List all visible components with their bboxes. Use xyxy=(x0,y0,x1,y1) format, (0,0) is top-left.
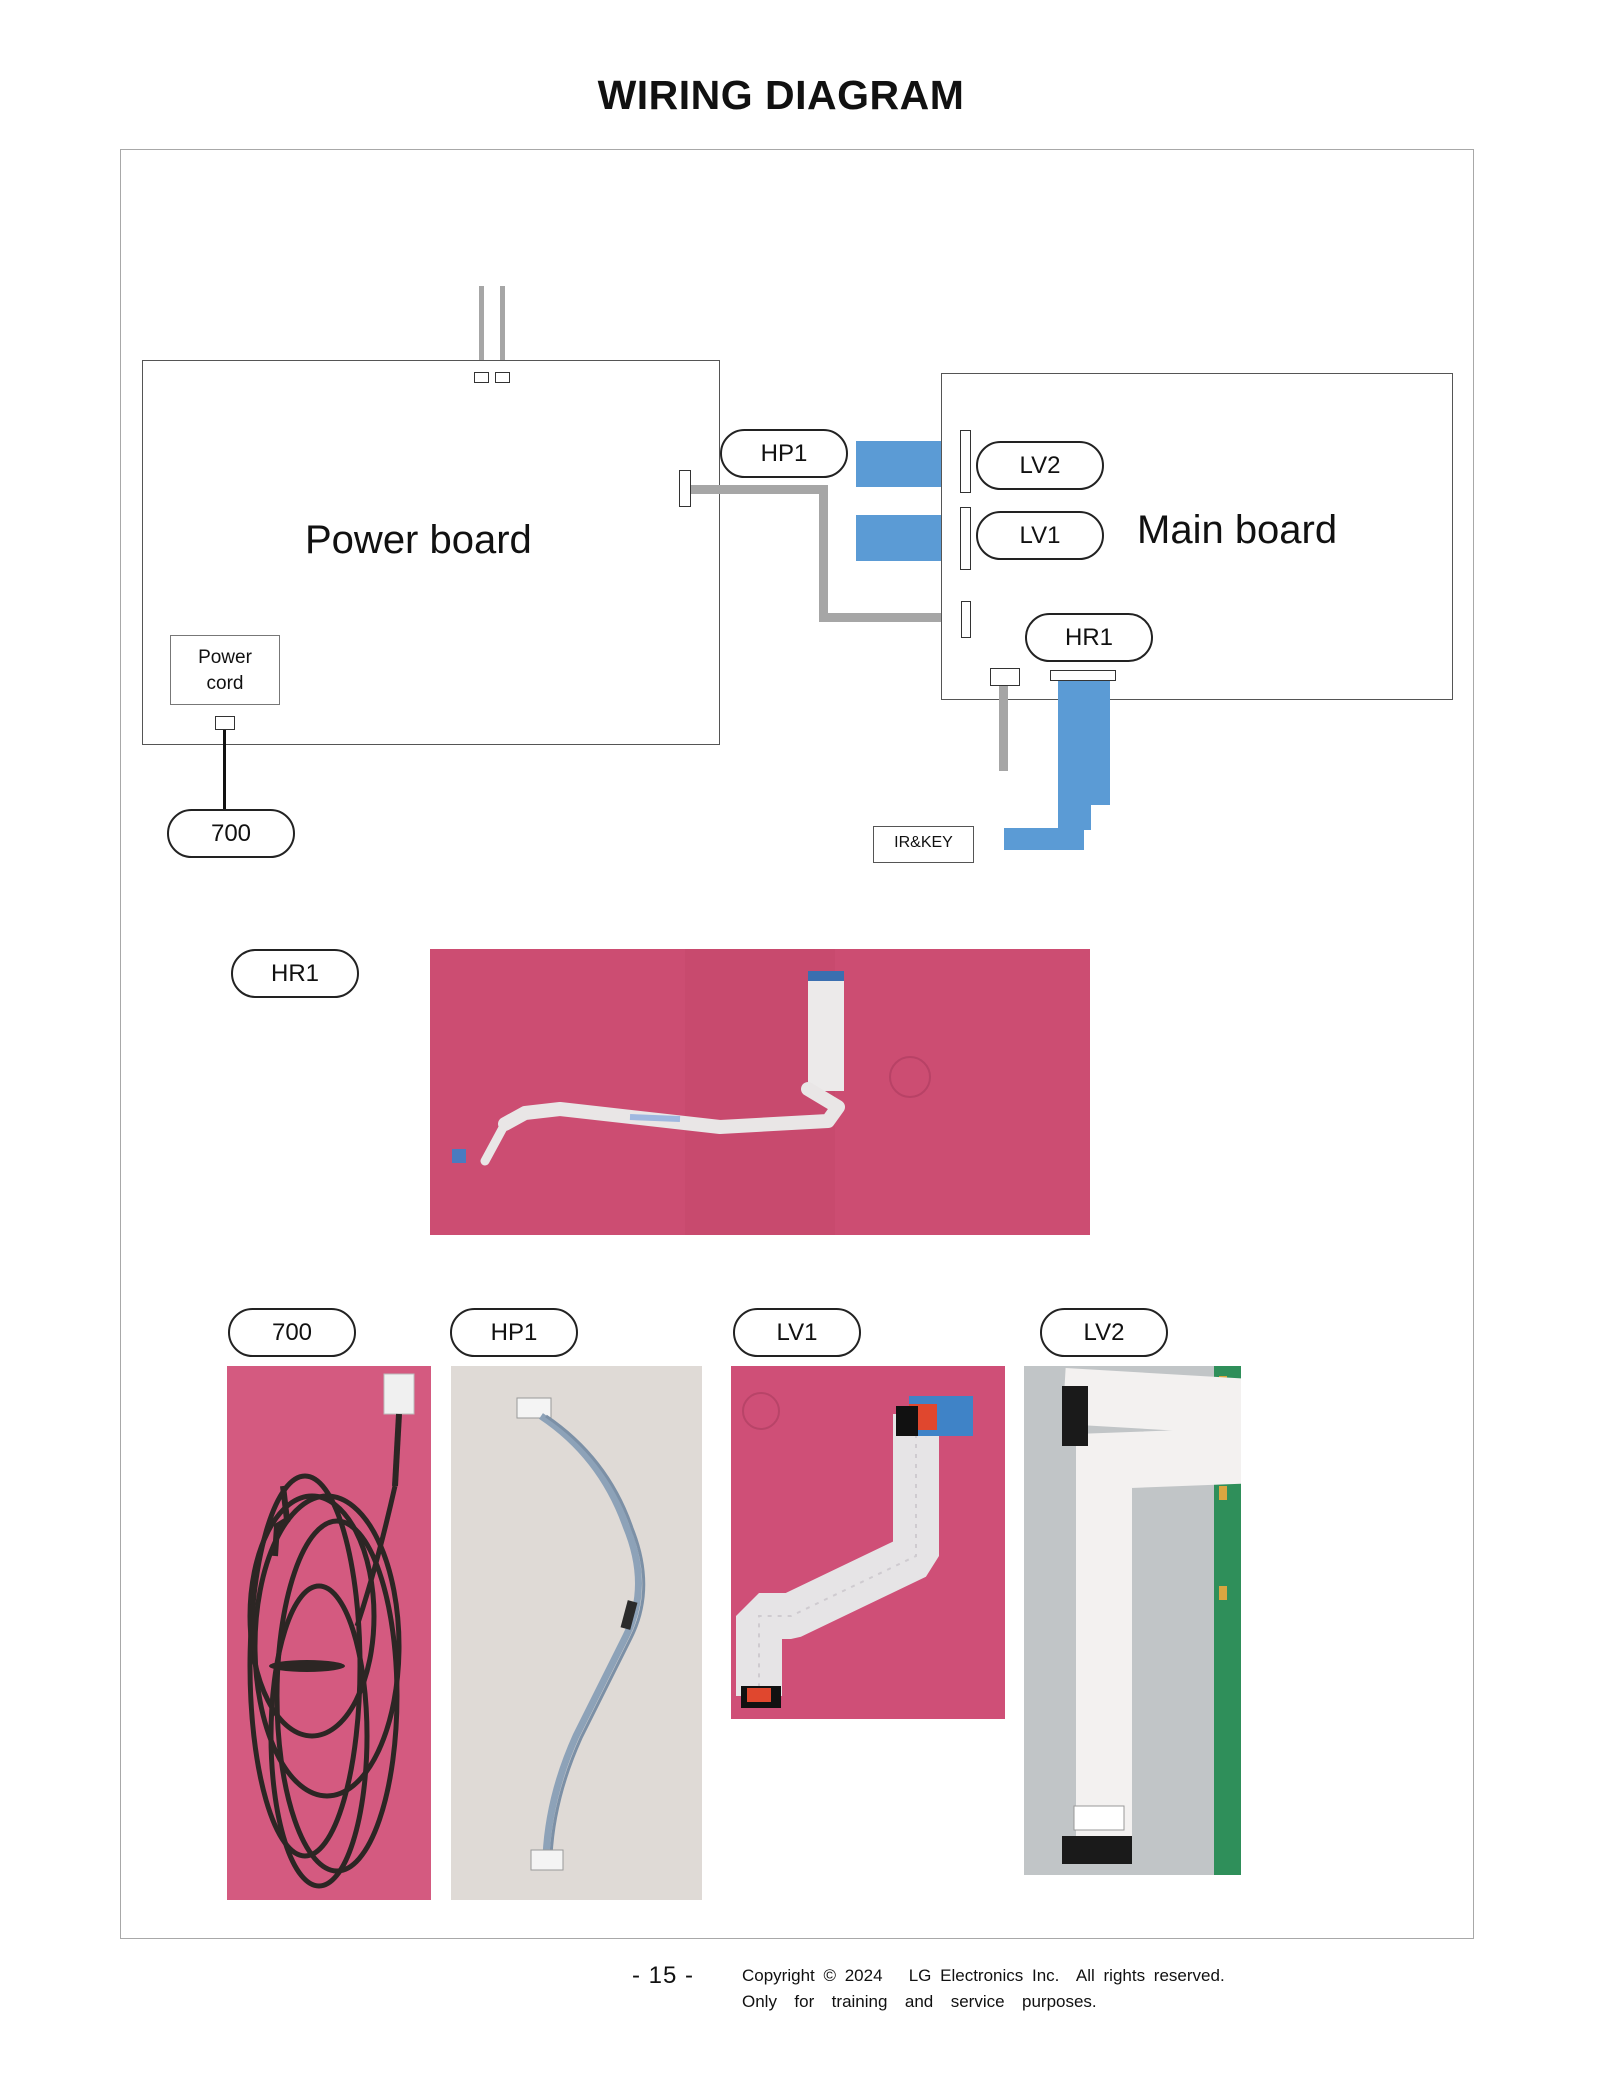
lv1-cable-photo xyxy=(731,1366,1005,1719)
hr1-cable-photo xyxy=(430,949,1090,1235)
connector-hr1-label: HR1 xyxy=(1025,613,1153,662)
lv1-connector-front xyxy=(960,507,971,570)
connector-lv1-label: LV1 xyxy=(976,511,1104,560)
photo-700-label: 700 xyxy=(228,1308,356,1357)
connector-hp1-label: HP1 xyxy=(720,429,848,478)
hr1-ffc-horizontal xyxy=(1004,828,1084,850)
power-cord-connector xyxy=(215,716,235,730)
power-cord-box xyxy=(170,635,280,705)
ir-key-gray-wire xyxy=(999,686,1008,771)
ir-key-gray-connector xyxy=(990,668,1020,686)
hp1-cable-h2 xyxy=(819,613,961,622)
hp1-power-connector xyxy=(679,470,691,507)
copyright-text: Copyright © 2024 LG Electronics Inc. All… xyxy=(742,1966,1225,1985)
photo-lv2-label: LV2 xyxy=(1040,1308,1168,1357)
photo-hr1-label: HR1 xyxy=(231,949,359,998)
page-number: - 15 - xyxy=(632,1962,695,1989)
power-top-connector-2 xyxy=(495,372,510,383)
power-cord-wire xyxy=(223,730,226,810)
power-cord-label: Power cord xyxy=(198,647,252,694)
lv2-connector-front xyxy=(960,430,971,493)
hp1-cable-h1 xyxy=(691,485,828,494)
connector-lv2-label: LV2 xyxy=(976,441,1104,490)
hp1-cable-photo xyxy=(451,1366,702,1900)
training-note: Only for training and service purposes. xyxy=(742,1992,1097,2011)
hp1-main-connector-front xyxy=(961,601,971,638)
hr1-ffc-diagonal xyxy=(1058,800,1091,830)
lv2-cable-photo xyxy=(1024,1366,1241,1875)
photo-lv1-label: LV1 xyxy=(733,1308,861,1357)
hp1-cable-v xyxy=(819,485,828,622)
power-cord-photo xyxy=(227,1366,431,1900)
power-top-wire-1 xyxy=(479,286,484,376)
photo-hp1-label: HP1 xyxy=(450,1308,578,1357)
main-board-label: Main board xyxy=(1137,508,1338,552)
hr1-main-connector xyxy=(1050,670,1116,681)
hr1-ffc-vertical xyxy=(1058,681,1110,805)
diagram-frame xyxy=(120,149,1474,1939)
power-board-label: Power board xyxy=(305,518,532,562)
power-top-wire-2 xyxy=(500,286,505,376)
connector-700-label: 700 xyxy=(167,809,295,858)
power-top-connector-1 xyxy=(474,372,489,383)
page-title: WIRING DIAGRAM xyxy=(597,72,965,118)
ir-key-box xyxy=(873,826,974,863)
power-board xyxy=(142,360,720,745)
ir-key-label: IR&KEY xyxy=(894,834,953,851)
copyright-note: Copyright © 2024 LG Electronics Inc. All… xyxy=(742,1963,1225,2015)
